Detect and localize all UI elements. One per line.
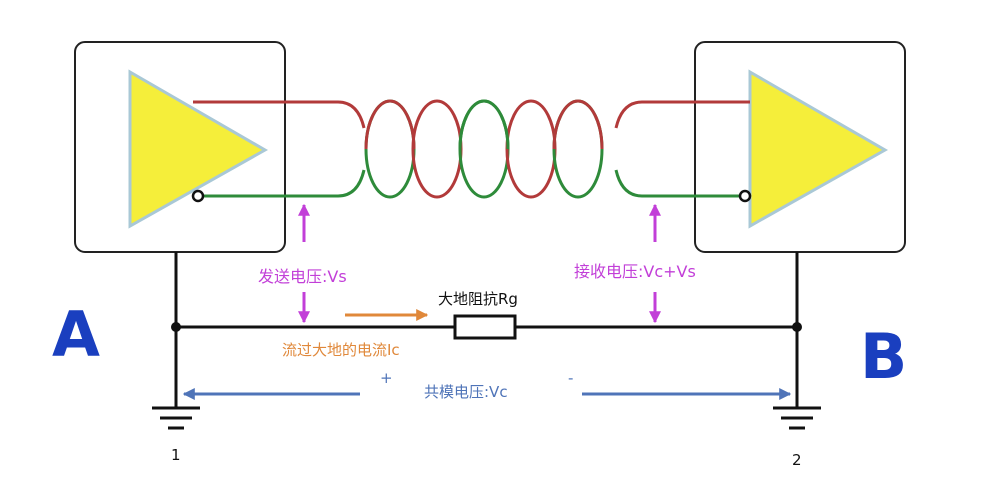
ground-right-number: 2 — [792, 451, 802, 469]
ground-current-label: 流过大地的电流Ic — [282, 341, 400, 359]
right-junction-dot — [792, 322, 802, 332]
cable-loops — [364, 99, 604, 199]
twisted-pair-cable — [193, 100, 750, 198]
ground-symbol-right-icon — [773, 406, 821, 430]
left-junction-dot — [171, 322, 181, 332]
ground-resistor-icon — [453, 314, 517, 340]
receiver-triangle-icon — [748, 69, 889, 229]
ground-left-number: 1 — [171, 446, 181, 464]
ground-impedance-label: 大地阻抗Rg — [438, 290, 518, 308]
transmitter-output-terminal — [191, 189, 205, 203]
receive-voltage-label: 接收电压:Vc+Vs — [574, 262, 696, 281]
common-mode-voltage-label: 共模电压:Vc — [424, 383, 508, 401]
send-voltage-label: 发送电压:Vs — [258, 267, 347, 286]
node-b-label: B — [860, 320, 908, 393]
transmitter-triangle-icon — [128, 69, 269, 229]
receiver-input-terminal — [738, 189, 752, 203]
ground-symbol-left-icon — [152, 406, 200, 430]
plus-sign-label: + — [380, 369, 393, 387]
minus-sign-label: - — [568, 369, 574, 387]
node-a-label: A — [52, 298, 100, 371]
